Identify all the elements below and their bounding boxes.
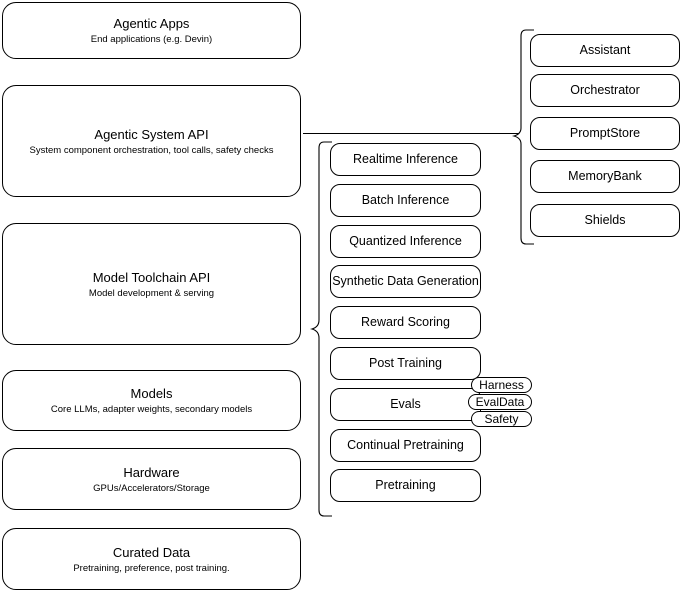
stack-layer-subtitle: System component orchestration, tool cal… (29, 144, 274, 156)
toolchain-box-label: Pretraining (375, 478, 436, 492)
stack-layer-subtitle: Model development & serving (88, 287, 215, 299)
toolchain-box-label: Post Training (369, 356, 442, 370)
stack-layer-title: Agentic System API (94, 126, 209, 142)
stack-layer-agentic-system-api[interactable]: Agentic System API System component orch… (2, 85, 301, 197)
system-box-label: Shields (584, 213, 626, 227)
system-box-promptstore[interactable]: PromptStore (530, 117, 680, 150)
toolchain-box-label: Batch Inference (361, 193, 450, 207)
toolchain-box-label: Synthetic Data Generation (332, 274, 479, 288)
stack-layer-title: Agentic Apps (113, 16, 190, 31)
stack-layer-title: Hardware (123, 464, 180, 480)
stack-layer-subtitle: End applications (e.g. Devin) (90, 34, 213, 45)
stack-layer-title: Models (130, 386, 173, 401)
toolchain-box-label: Continual Pretraining (347, 438, 464, 452)
stack-layer-subtitle: GPUs/Accelerators/Storage (93, 482, 210, 494)
toolchain-box-realtime-inference[interactable]: Realtime Inference (330, 143, 481, 176)
evals-tag-label: Safety (484, 412, 519, 426)
stack-layer-subtitle: Pretraining, preference, post training. (73, 562, 230, 574)
connector-line-agentic-system-api (303, 133, 519, 134)
toolchain-box-label: Quantized Inference (349, 234, 462, 248)
system-box-orchestrator[interactable]: Orchestrator (530, 74, 680, 107)
evals-tag-harness[interactable]: Harness (471, 377, 532, 393)
evals-tag-evaldata[interactable]: EvalData (468, 394, 532, 410)
toolchain-box-label: Reward Scoring (361, 315, 450, 329)
toolchain-box-reward-scoring[interactable]: Reward Scoring (330, 306, 481, 339)
brace-model-toolchain (310, 141, 332, 517)
toolchain-box-quantized-inference[interactable]: Quantized Inference (330, 225, 481, 258)
system-box-label: Orchestrator (570, 83, 640, 97)
system-box-shields[interactable]: Shields (530, 204, 680, 237)
toolchain-box-continual-pretraining[interactable]: Continual Pretraining (330, 429, 481, 462)
system-box-label: PromptStore (569, 126, 641, 140)
stack-layer-title: Model Toolchain API (92, 269, 211, 285)
stack-layer-hardware[interactable]: Hardware GPUs/Accelerators/Storage (2, 448, 301, 510)
evals-tag-label: EvalData (475, 395, 525, 409)
system-box-assistant[interactable]: Assistant (530, 34, 680, 67)
stack-layer-model-toolchain-api[interactable]: Model Toolchain API Model development & … (2, 223, 301, 345)
stack-layer-models[interactable]: Models Core LLMs, adapter weights, secon… (2, 370, 301, 431)
stack-layer-agentic-apps[interactable]: Agentic Apps End applications (e.g. Devi… (2, 2, 301, 59)
toolchain-box-label: Realtime Inference (353, 152, 458, 166)
toolchain-box-evals[interactable]: Evals (330, 388, 481, 421)
brace-agentic-system (512, 29, 534, 245)
evals-tag-safety[interactable]: Safety (471, 411, 532, 427)
toolchain-box-synthetic-data-generation[interactable]: Synthetic Data Generation (330, 265, 481, 298)
stack-layer-curated-data[interactable]: Curated Data Pretraining, preference, po… (2, 528, 301, 590)
stack-layer-title: Curated Data (112, 544, 191, 560)
evals-tag-label: Harness (479, 378, 524, 392)
toolchain-box-pretraining[interactable]: Pretraining (330, 469, 481, 502)
toolchain-box-post-training[interactable]: Post Training (330, 347, 481, 380)
system-box-memorybank[interactable]: MemoryBank (530, 160, 680, 193)
system-box-label: Assistant (579, 43, 631, 57)
toolchain-box-batch-inference[interactable]: Batch Inference (330, 184, 481, 217)
stack-layer-subtitle: Core LLMs, adapter weights, secondary mo… (50, 404, 253, 415)
system-box-label: MemoryBank (568, 169, 642, 183)
toolchain-box-label: Evals (390, 397, 421, 411)
